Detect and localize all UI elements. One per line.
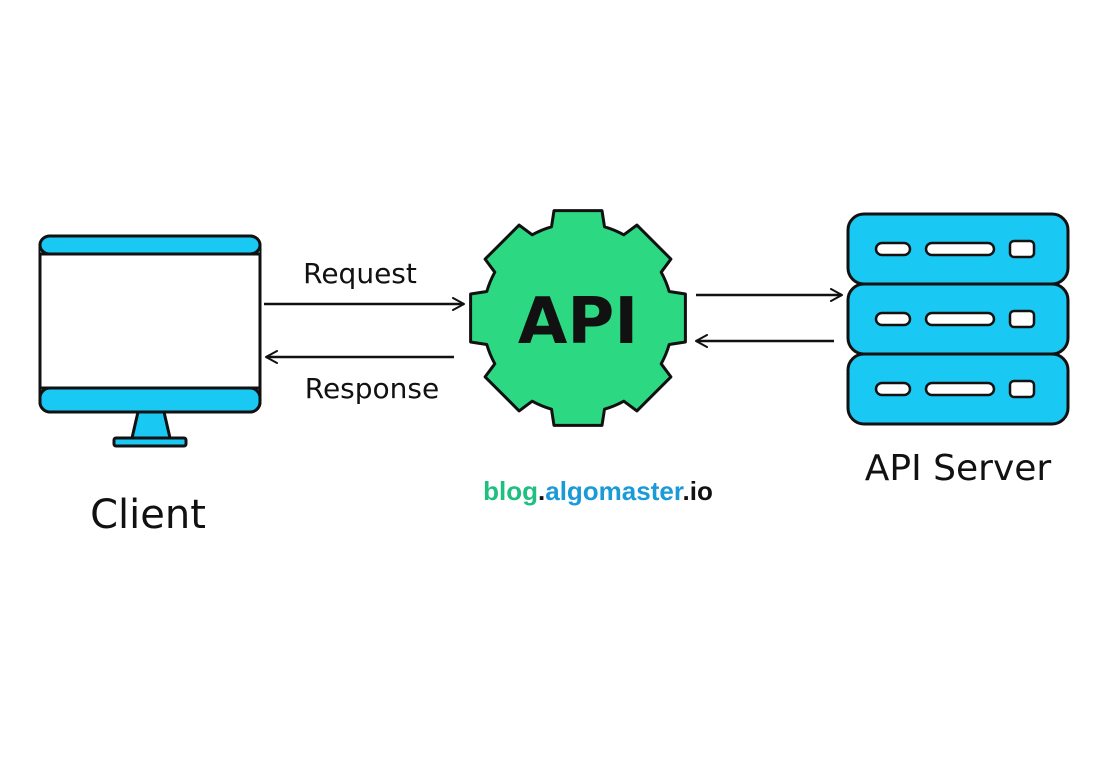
api-label: API: [518, 285, 638, 359]
server-unit-icon: [846, 352, 1070, 426]
watermark-blog: blog: [483, 476, 538, 506]
monitor-icon: [38, 234, 262, 448]
watermark-dot-2: .: [683, 476, 690, 506]
server-unit-icon: [846, 212, 1070, 286]
watermark-dot-1: .: [538, 476, 545, 506]
response-label: Response: [305, 372, 439, 405]
watermark-algomaster: algomaster: [545, 476, 684, 506]
request-label: Request: [303, 257, 417, 290]
server-unit-icon: [846, 282, 1070, 356]
server-label: API Server: [865, 448, 1052, 489]
server-rack-icon: [846, 212, 1070, 426]
watermark-io: io: [690, 476, 713, 506]
gear-icon: [469, 209, 687, 427]
client-label: Client: [90, 492, 206, 538]
watermark: blog.algomaster.io: [483, 476, 713, 506]
